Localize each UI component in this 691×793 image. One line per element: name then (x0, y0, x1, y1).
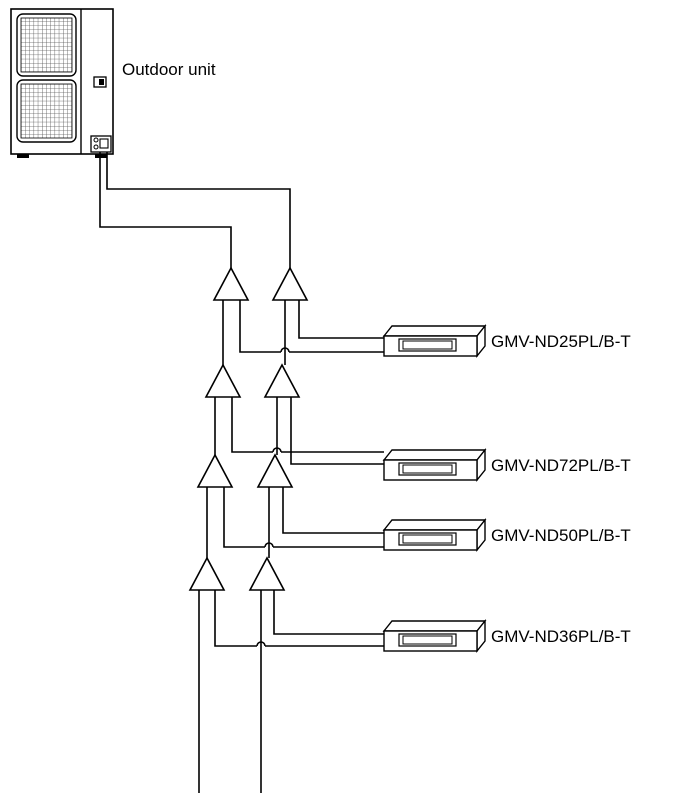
branch-joint (196, 453, 234, 488)
indoor-unit-2 (382, 448, 487, 482)
outdoor-unit-fan-grille-top (16, 13, 77, 77)
branch-joints (188, 266, 309, 591)
indoor-unit-3 (382, 518, 487, 552)
branch-joint (188, 556, 226, 591)
outdoor-unit (10, 8, 114, 158)
outdoor-unit-label: Outdoor unit (122, 60, 216, 79)
branch-joint (263, 363, 301, 398)
branch-joint (256, 453, 294, 488)
indoor-unit-4-label: GMV-ND36PL/B-T (491, 627, 631, 646)
indoor-unit-1 (382, 324, 487, 358)
branch-pipes (198, 300, 384, 793)
branch-joint (271, 266, 309, 301)
branch-joint (204, 363, 242, 398)
indoor-unit-1-label: GMV-ND25PL/B-T (491, 332, 631, 351)
main-pipes (99, 152, 291, 268)
branch-joint (248, 556, 286, 591)
indoor-unit-4 (382, 619, 487, 653)
branch-joint (212, 266, 250, 301)
outdoor-unit-service-valves (90, 135, 112, 153)
outdoor-unit-fan-grille-bottom (16, 79, 77, 143)
indoor-unit-2-label: GMV-ND72PL/B-T (491, 456, 631, 475)
indoor-unit-3-label: GMV-ND50PL/B-T (491, 526, 631, 545)
